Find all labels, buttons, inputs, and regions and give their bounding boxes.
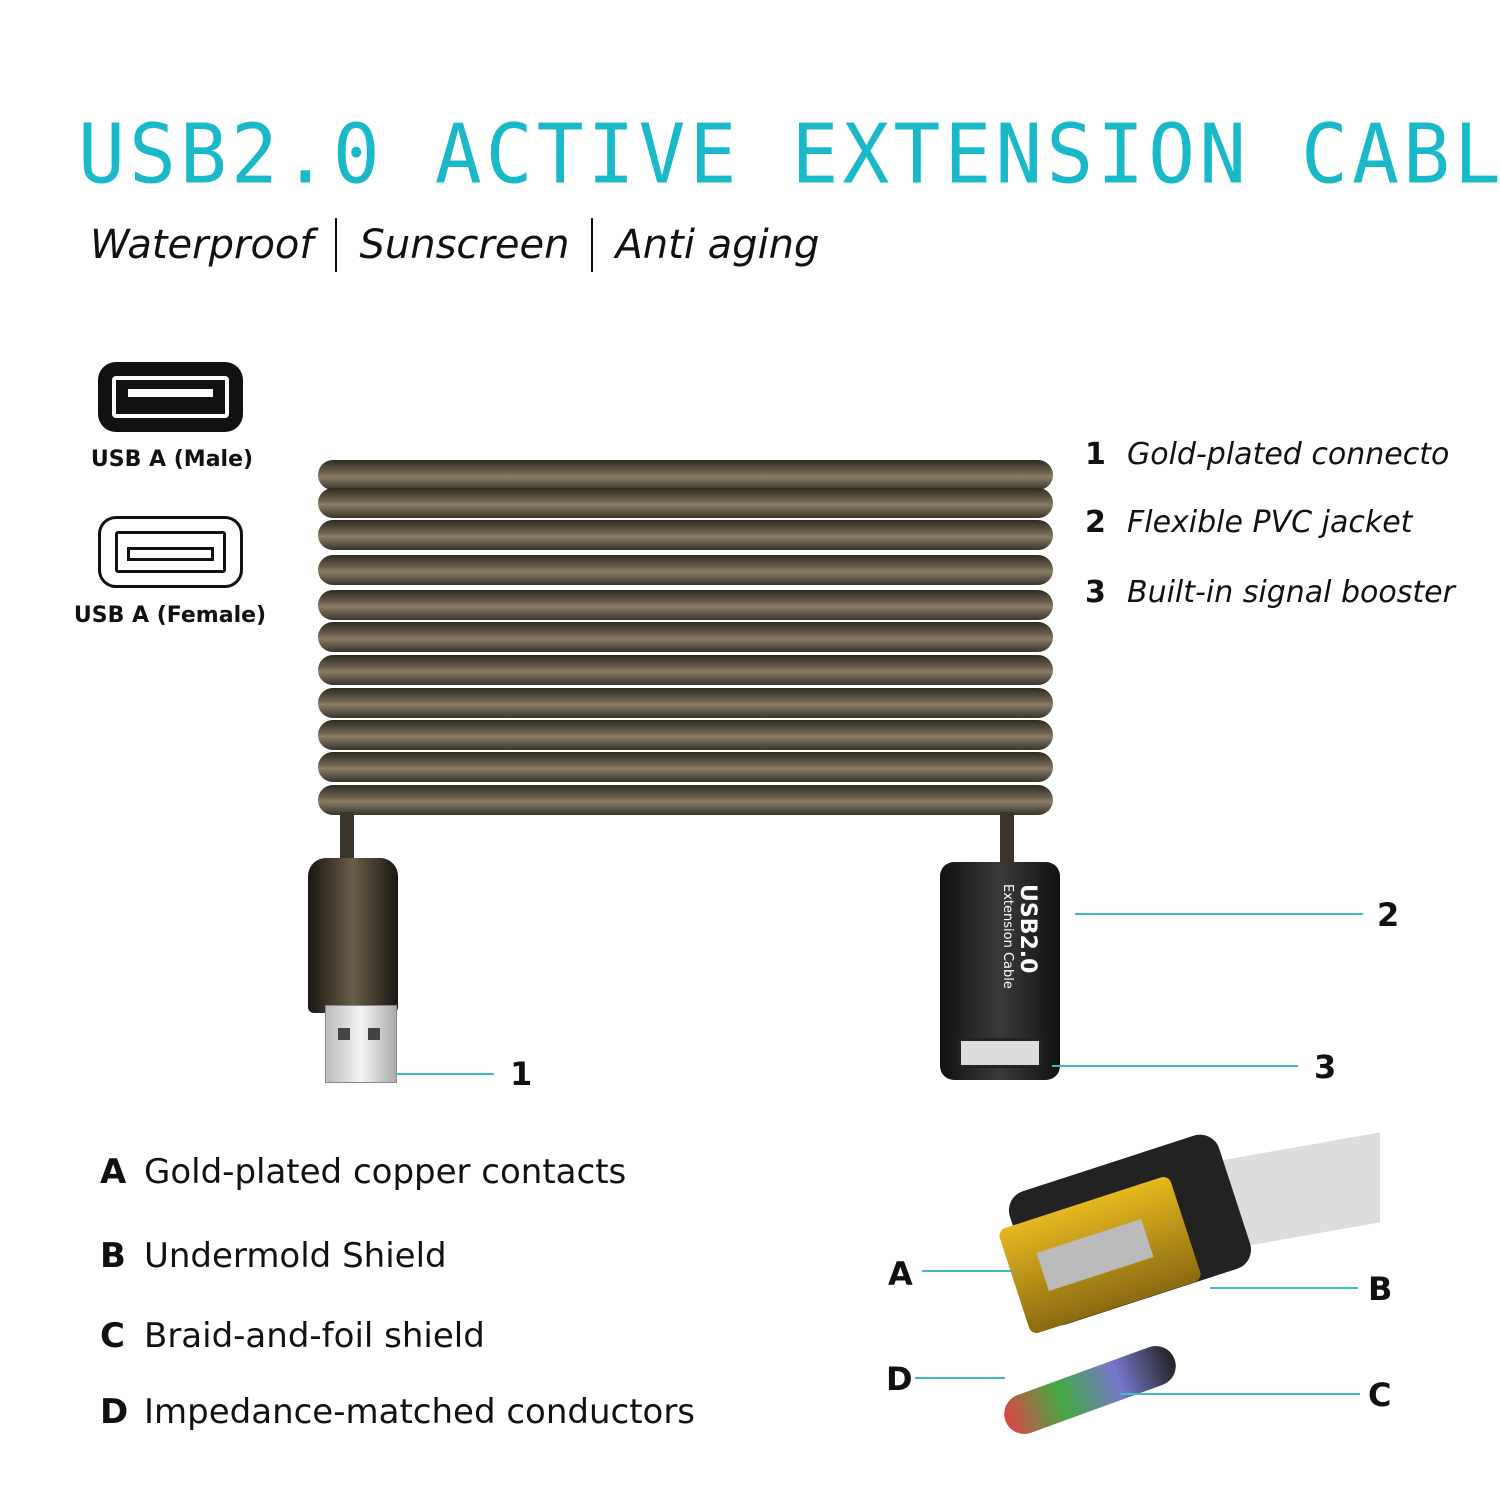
- feature-sunscreen: Sunscreen: [359, 222, 570, 268]
- legend-text: Impedance-matched conductors: [144, 1392, 696, 1432]
- feature-list: Waterproof Sunscreen Anti aging: [90, 218, 819, 272]
- feature-waterproof: Waterproof: [90, 222, 314, 268]
- legend-text: Gold-plated copper contacts: [144, 1152, 627, 1192]
- divider: [335, 218, 338, 272]
- item-number: 2: [1085, 505, 1106, 540]
- item-text: Flexible PVC jacket: [1127, 505, 1413, 540]
- usb-a-female-label: USB A (Female): [73, 603, 267, 628]
- usb-a-female-icon: [98, 516, 243, 588]
- legend-text: Undermold Shield: [144, 1236, 447, 1276]
- callout-line-2: [1075, 913, 1363, 915]
- legend-item-d: D Impedance-matched conductors: [100, 1392, 695, 1432]
- signal-booster-image: USB2.0 Extension Cable: [940, 862, 1060, 1080]
- callout-line-b: [1210, 1287, 1358, 1289]
- callout-line-3: [1052, 1065, 1298, 1067]
- item-text: Built-in signal booster: [1127, 575, 1455, 610]
- callout-b: B: [1368, 1270, 1393, 1308]
- legend-letter: A: [100, 1152, 127, 1192]
- numbered-item-3: 3 Built-in signal booster: [1085, 575, 1455, 610]
- booster-brand-text: USB2.0: [1015, 884, 1040, 974]
- page-title: USB2.0 ACTIVE EXTENSION CABLE: [78, 108, 1500, 203]
- booster-sub-text: Extension Cable: [1000, 884, 1015, 989]
- callout-a: A: [888, 1255, 913, 1293]
- legend-item-b: B Undermold Shield: [100, 1236, 447, 1276]
- item-number: 3: [1085, 575, 1106, 610]
- legend-letter: D: [100, 1392, 129, 1432]
- legend-letter: B: [100, 1236, 126, 1276]
- item-number: 1: [1085, 437, 1106, 472]
- callout-line-1: [396, 1073, 494, 1075]
- item-text: Gold-plated connecto: [1127, 437, 1450, 472]
- legend-text: Braid-and-foil shield: [144, 1316, 485, 1356]
- callout-1: 1: [510, 1055, 533, 1093]
- legend-item-c: C Braid-and-foil shield: [100, 1316, 485, 1356]
- divider: [591, 218, 594, 272]
- feature-anti-aging: Anti aging: [615, 222, 820, 268]
- legend-letter: C: [100, 1316, 125, 1356]
- legend-item-a: A Gold-plated copper contacts: [100, 1152, 626, 1192]
- numbered-item-1: 1 Gold-plated connecto: [1085, 437, 1449, 472]
- numbered-item-2: 2 Flexible PVC jacket: [1085, 505, 1412, 540]
- callout-line-a: [922, 1270, 1012, 1272]
- usb-a-male-icon: [98, 362, 243, 432]
- callout-line-c: [1120, 1393, 1360, 1395]
- callout-d: D: [886, 1360, 913, 1398]
- callout-3: 3: [1314, 1048, 1337, 1086]
- callout-2: 2: [1377, 896, 1400, 934]
- callout-c: C: [1368, 1376, 1392, 1414]
- callout-line-d: [915, 1377, 1005, 1379]
- usb-a-male-label: USB A (Male): [90, 447, 254, 472]
